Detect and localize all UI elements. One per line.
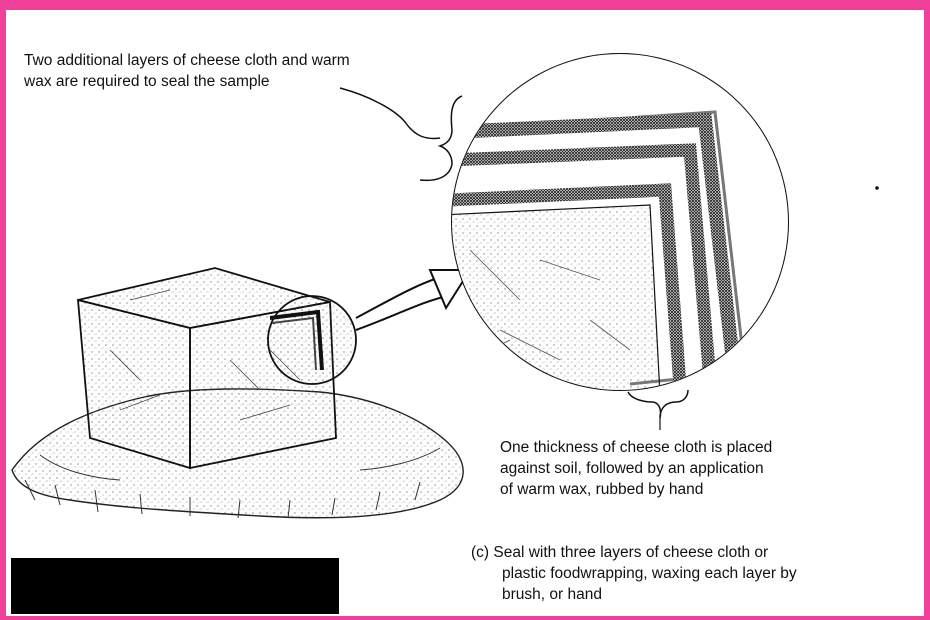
caption-line: plastic foodwrapping, waxing each layer …: [471, 563, 797, 584]
caption-line: brush, or hand: [471, 584, 797, 605]
top-leader: [340, 88, 462, 180]
enlarged-layer-detail: [440, 50, 800, 410]
caption-line: (c) Seal with three layers of cheese clo…: [471, 542, 797, 563]
bottom-leader: [628, 390, 688, 430]
small-magnify-circle: [268, 296, 356, 384]
redaction-box: [11, 558, 339, 614]
magnify-arrow: [356, 270, 470, 330]
bottom-annotation-line: against soil, followed by an application: [500, 458, 772, 479]
bottom-annotation-line: One thickness of cheese cloth is placed: [500, 437, 772, 458]
top-annotation: Two additional layers of cheese cloth an…: [24, 50, 350, 92]
bottom-annotation-line: of warm wax, rubbed by hand: [500, 479, 772, 500]
top-annotation-line: Two additional layers of cheese cloth an…: [24, 50, 350, 71]
figure-caption: (c) Seal with three layers of cheese clo…: [471, 542, 797, 605]
ink-speck: [875, 186, 879, 190]
bottom-annotation: One thickness of cheese cloth is placed …: [500, 437, 772, 500]
top-annotation-line: wax are required to seal the sample: [24, 71, 350, 92]
